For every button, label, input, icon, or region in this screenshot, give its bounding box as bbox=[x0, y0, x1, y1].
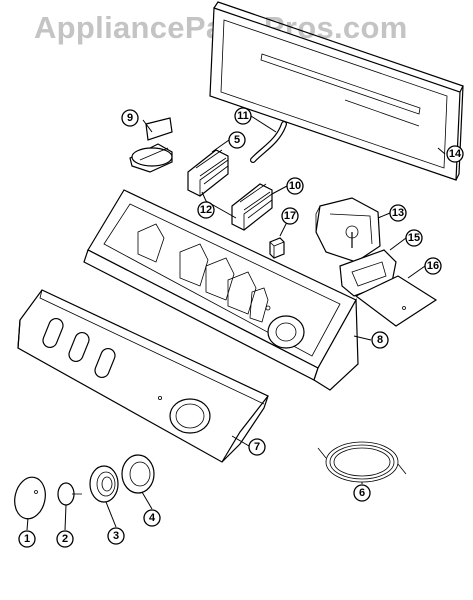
callout-label-3: 3 bbox=[113, 530, 119, 542]
callout-15: 15 bbox=[405, 229, 423, 247]
callout-label-4: 4 bbox=[149, 512, 156, 524]
callout-14: 14 bbox=[446, 145, 464, 163]
callout-2: 2 bbox=[56, 530, 74, 548]
callout-label-12: 12 bbox=[200, 204, 212, 216]
part-small-switch-17 bbox=[269, 237, 285, 259]
callout-6: 6 bbox=[353, 484, 371, 502]
callout-label-8: 8 bbox=[377, 334, 383, 346]
part-plate-16 bbox=[354, 275, 438, 327]
part-switch-5 bbox=[187, 149, 229, 197]
callout-label-10: 10 bbox=[289, 180, 301, 192]
part-timer-13 bbox=[315, 197, 381, 263]
callout-9: 9 bbox=[121, 109, 139, 127]
callout-10: 10 bbox=[286, 177, 304, 195]
callout-label-16: 16 bbox=[427, 260, 439, 272]
callout-16: 16 bbox=[424, 257, 442, 275]
part-switch-10 bbox=[231, 183, 273, 231]
part-rear-panel bbox=[209, 1, 464, 181]
callout-label-2: 2 bbox=[62, 533, 68, 545]
callout-11: 11 bbox=[234, 107, 252, 125]
callout-label-6: 6 bbox=[359, 487, 365, 499]
callout-5: 5 bbox=[228, 131, 246, 149]
callout-13: 13 bbox=[389, 204, 407, 222]
callout-label-7: 7 bbox=[254, 441, 260, 453]
part-harness-6 bbox=[317, 441, 407, 483]
callout-3: 3 bbox=[107, 527, 125, 545]
callout-17: 17 bbox=[281, 207, 299, 225]
callout-1: 1 bbox=[18, 530, 36, 548]
leader-lines bbox=[26, 115, 446, 531]
part-bezel-4 bbox=[121, 454, 155, 494]
part-console-8 bbox=[83, 189, 359, 391]
part-knob-9 bbox=[129, 117, 173, 173]
callout-8: 8 bbox=[371, 331, 389, 349]
callout-label-17: 17 bbox=[284, 210, 296, 222]
callout-label-11: 11 bbox=[237, 110, 249, 122]
part-insert-2 bbox=[57, 482, 82, 506]
callout-4: 4 bbox=[143, 509, 161, 527]
callout-label-13: 13 bbox=[392, 207, 404, 219]
callout-7: 7 bbox=[248, 438, 266, 456]
callout-label-15: 15 bbox=[408, 232, 420, 244]
callout-label-1: 1 bbox=[24, 533, 30, 545]
part-hose-11 bbox=[250, 121, 287, 163]
part-front-panel-7 bbox=[17, 289, 269, 463]
callout-12: 12 bbox=[197, 201, 215, 219]
callout-label-9: 9 bbox=[127, 112, 133, 124]
callout-label-14: 14 bbox=[449, 148, 462, 160]
part-knob-3 bbox=[89, 465, 119, 503]
part-cap-1 bbox=[14, 476, 46, 520]
callout-label-5: 5 bbox=[234, 134, 240, 146]
